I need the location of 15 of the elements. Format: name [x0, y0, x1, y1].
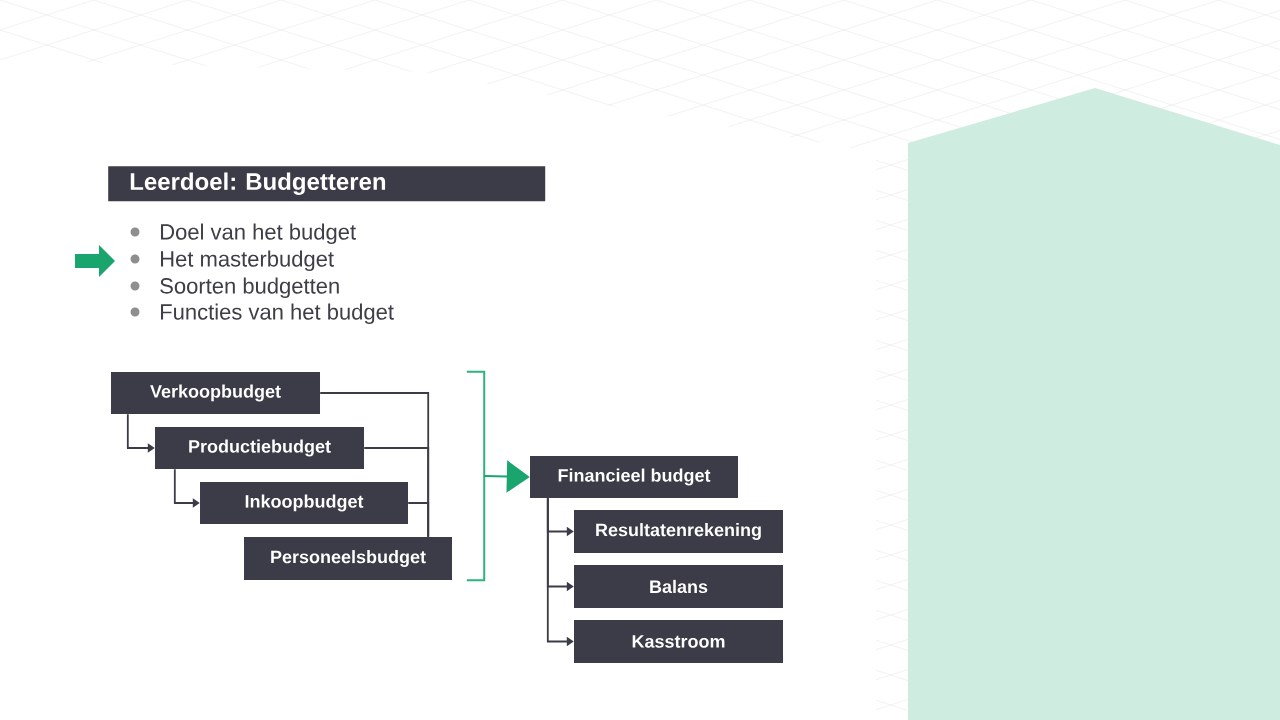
list-item: Doel van het budget	[161, 223, 356, 245]
budget-box: Inkoopbudget	[200, 482, 408, 524]
budget-box: Resultatenrekening	[574, 510, 783, 553]
list-item: Soorten budgetten	[160, 277, 339, 299]
budget-box: Balans	[574, 565, 783, 608]
budget-box: Personeelsbudget	[244, 537, 452, 580]
list-item: Het masterbudget	[161, 250, 334, 272]
budget-box: Kasstroom	[574, 620, 783, 663]
budget-box: Verkoopbudget	[111, 372, 320, 414]
bracket	[465, 370, 486, 582]
budget-box: Productiebudget	[155, 427, 364, 469]
title-band: Leerdoel: Budgetteren	[108, 166, 546, 202]
list-item: Functies van het budget	[161, 303, 394, 325]
connector-line	[407, 502, 430, 538]
budget-box: Financieel budget	[530, 456, 738, 498]
